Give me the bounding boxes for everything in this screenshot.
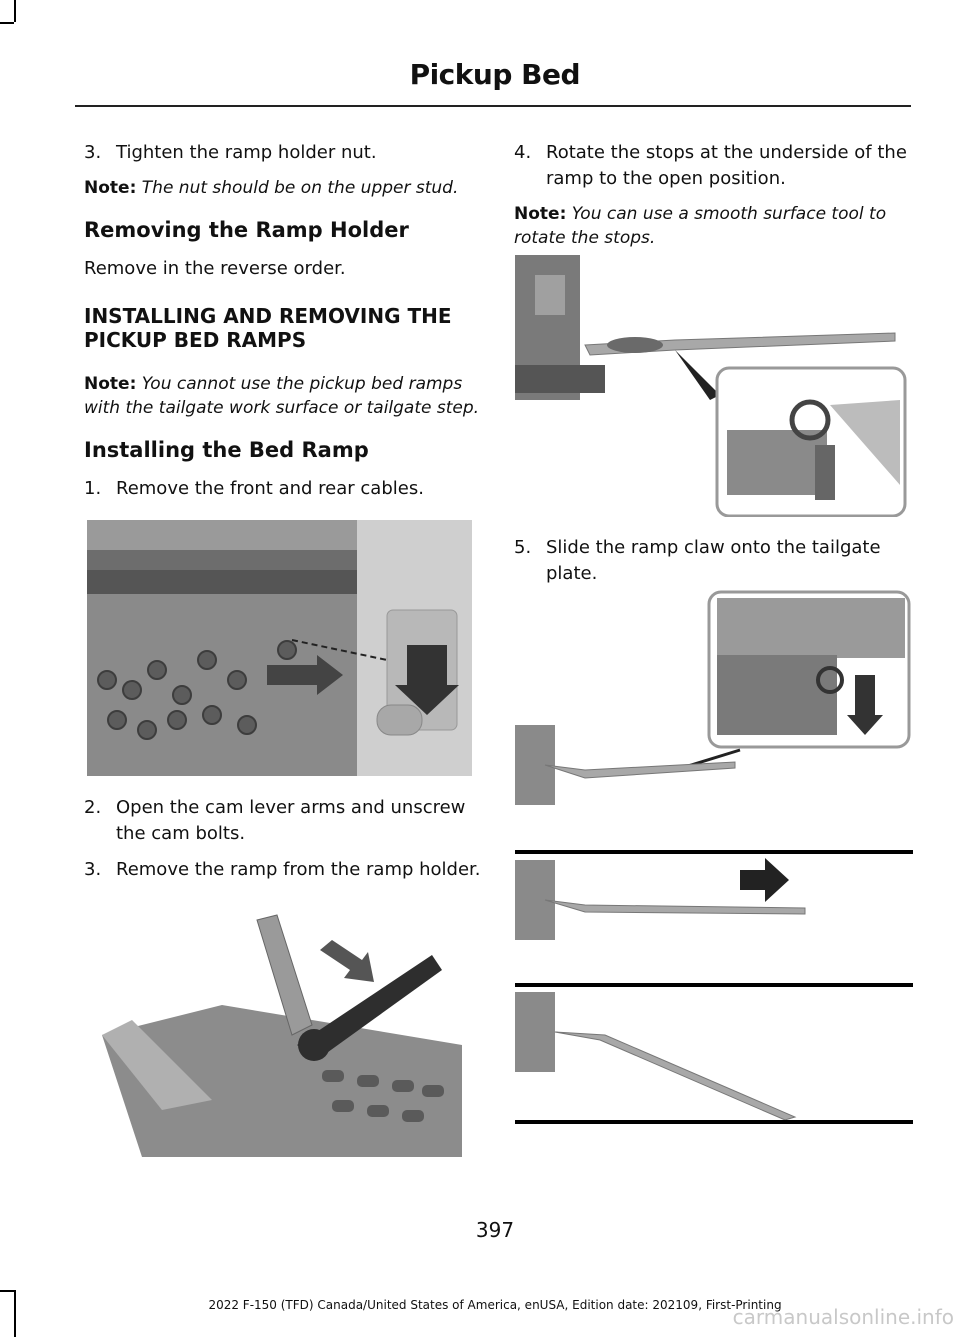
step-text: Remove the ramp from the ramp holder. (116, 859, 481, 880)
note-text: The nut should be on the upper stud. (141, 178, 459, 198)
step-number: 4. (514, 142, 532, 163)
left-column-lower: 2. Open the cam lever arms and unscrew t… (84, 795, 484, 893)
crop-mark (0, 1290, 14, 1292)
step-number: 5. (514, 537, 532, 558)
watermark: carmanualsonline.info (732, 1305, 954, 1329)
step-number: 2. (84, 797, 102, 818)
step-1: 1. Remove the front and rear cables. (84, 476, 484, 502)
figure-cable-removal (87, 520, 472, 776)
crop-mark (14, 0, 16, 22)
note: Note: You can use a smooth surface tool … (514, 202, 914, 250)
step-3b: 3. Remove the ramp from the ramp holder. (84, 857, 484, 883)
page-number: 397 (475, 1218, 515, 1242)
note-label: Note: (514, 204, 567, 224)
note-text: You can use a smooth surface tool to rot… (514, 204, 887, 248)
note-label: Note: (84, 374, 137, 394)
figure-rotate-stops (515, 255, 907, 517)
step-text: Tighten the ramp holder nut. (116, 142, 377, 163)
right-column-step5: 5. Slide the ramp claw onto the tailgate… (514, 535, 914, 597)
footer-edition: 2022 F-150 (TFD) Canada/United States of… (208, 1298, 782, 1312)
header-divider (75, 105, 911, 107)
figure-ramp-removal (102, 914, 462, 1157)
step-text: Rotate the stops at the underside of the… (546, 142, 907, 189)
page-title: Pickup Bed (409, 58, 581, 91)
note-label: Note: (84, 178, 137, 198)
step-text: Open the cam lever arms and unscrew the … (116, 797, 466, 844)
step-text: Slide the ramp claw onto the tailgate pl… (546, 537, 881, 584)
paragraph: Remove in the reverse order. (84, 258, 346, 279)
step-number: 1. (84, 478, 102, 499)
note: Note: The nut should be on the upper stu… (84, 176, 484, 200)
step-3: 3. Tighten the ramp holder nut. (84, 140, 484, 166)
step-number: 3. (84, 859, 102, 880)
note-text: You cannot use the pickup bed ramps with… (84, 374, 480, 418)
step-4: 4. Rotate the stops at the underside of … (514, 140, 914, 192)
right-column: 4. Rotate the stops at the underside of … (514, 140, 914, 268)
step-number: 3. (84, 142, 102, 163)
crop-mark (0, 22, 14, 24)
figure-slide-ramp-claw (515, 590, 913, 1124)
step-text: Remove the front and rear cables. (116, 478, 424, 499)
step-5: 5. Slide the ramp claw onto the tailgate… (514, 535, 914, 587)
step-2: 2. Open the cam lever arms and unscrew t… (84, 795, 484, 847)
crop-mark (14, 1290, 16, 1337)
subheading-installing: Installing the Bed Ramp (84, 438, 369, 462)
note: Note: You cannot use the pickup bed ramp… (84, 372, 484, 420)
left-column: 3. Tighten the ramp holder nut. Note: Th… (84, 140, 484, 512)
section-heading: INSTALLING AND REMOVING THE PICKUP BED R… (84, 304, 452, 352)
subheading-removing: Removing the Ramp Holder (84, 218, 409, 242)
